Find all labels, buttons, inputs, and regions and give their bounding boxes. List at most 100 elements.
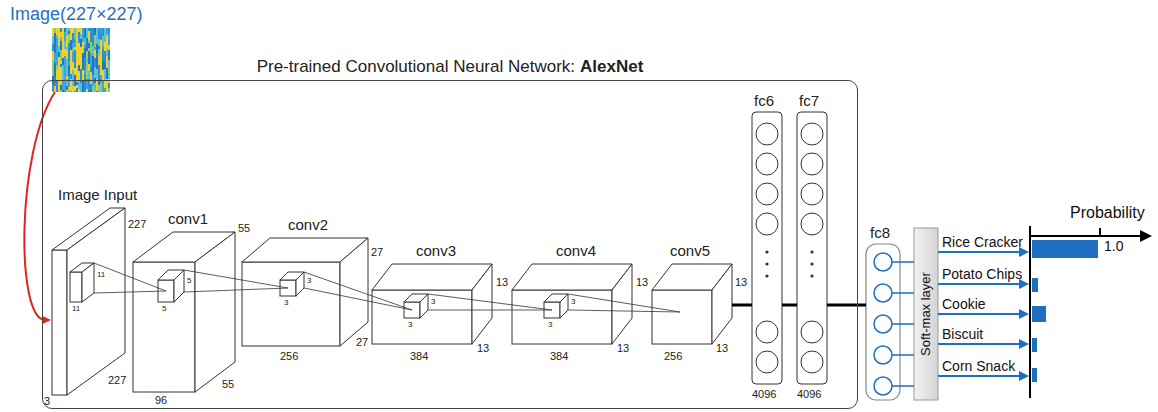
heatmap-cell bbox=[94, 74, 96, 78]
heatmap-cell bbox=[84, 28, 86, 38]
heatmap-cell bbox=[100, 33, 102, 40]
dimension-label: 13 bbox=[477, 342, 489, 355]
heatmap-cell bbox=[76, 37, 78, 40]
neuron bbox=[801, 213, 823, 235]
heatmap-cell bbox=[104, 42, 106, 51]
dot bbox=[810, 250, 813, 253]
conv-layer: conv3131338433 bbox=[372, 264, 492, 344]
conv-layer: conv4131338433 bbox=[512, 264, 632, 344]
heatmap-cell bbox=[62, 28, 64, 38]
heatmap-cell bbox=[74, 68, 76, 75]
dimension-label: 3 bbox=[284, 298, 288, 307]
heatmap-cell bbox=[72, 86, 74, 92]
heatmap-cell bbox=[66, 50, 68, 59]
softmax-layer: Soft-max layer bbox=[914, 228, 938, 400]
heatmap-cell bbox=[88, 43, 90, 48]
heatmap-cell bbox=[100, 28, 102, 33]
heatmap-cell bbox=[108, 45, 110, 50]
heatmap-cell bbox=[76, 40, 78, 44]
heatmap-cell bbox=[88, 31, 90, 40]
heatmap-cell bbox=[78, 85, 80, 89]
fc-layer: fc8 bbox=[866, 244, 900, 400]
heatmap-cell bbox=[86, 38, 88, 44]
dimension-label: 11 bbox=[97, 270, 105, 279]
layer-name: conv5 bbox=[670, 242, 710, 259]
neuron bbox=[756, 321, 778, 343]
conv-layer: conv155559655 bbox=[133, 232, 235, 392]
heatmap-cell bbox=[104, 69, 106, 80]
heatmap-cell bbox=[70, 32, 72, 37]
heatmap-cell bbox=[56, 65, 58, 70]
dimension-label: 5 bbox=[187, 276, 191, 285]
heatmap-cell bbox=[90, 34, 92, 42]
heatmap-cell bbox=[96, 38, 98, 44]
heatmap-cell bbox=[76, 28, 78, 37]
heatmap-cell bbox=[54, 66, 56, 77]
heatmap-cell bbox=[78, 71, 80, 80]
heatmap-cell bbox=[94, 47, 96, 50]
heatmap-cell bbox=[68, 65, 70, 76]
heatmap-cell bbox=[70, 91, 72, 92]
layer-name: conv4 bbox=[556, 242, 596, 259]
softmax-bar bbox=[914, 228, 938, 400]
heatmap-cell bbox=[58, 52, 60, 57]
axes bbox=[1030, 226, 1142, 398]
heatmap-cell bbox=[54, 28, 56, 33]
heatmap-cell bbox=[58, 37, 60, 40]
arrow-head bbox=[1019, 339, 1029, 349]
fc-columns bbox=[752, 112, 827, 384]
heatmap-cell bbox=[72, 33, 74, 43]
heatmap-cell bbox=[80, 47, 82, 53]
dimension-label: 227 bbox=[128, 218, 146, 231]
neuron bbox=[874, 253, 892, 271]
block-front bbox=[512, 290, 612, 344]
dimension-label: 13 bbox=[735, 276, 747, 289]
layer-blocks bbox=[52, 208, 732, 395]
title-text: Pre-trained Convolutional Neural Network… bbox=[257, 57, 575, 76]
layer-name: Soft-max layer bbox=[919, 272, 934, 356]
heatmap-cell bbox=[108, 60, 110, 68]
dimension-label: 13 bbox=[716, 342, 728, 355]
dimension-label: 55 bbox=[238, 222, 250, 235]
heatmap-cell bbox=[54, 45, 56, 53]
heatmap-cell bbox=[92, 82, 94, 86]
heatmap-cell bbox=[60, 85, 62, 90]
heatmap-cell bbox=[66, 28, 68, 36]
heatmap-cell bbox=[76, 85, 78, 88]
dot bbox=[765, 250, 768, 253]
heatmap-cell bbox=[62, 51, 64, 58]
dimension-label: 13 bbox=[496, 276, 508, 289]
heatmap-cell bbox=[80, 83, 82, 92]
heatmap-cell bbox=[84, 38, 86, 45]
heatmap-cell bbox=[66, 86, 68, 90]
block-top bbox=[372, 264, 492, 290]
heatmap-cell bbox=[88, 51, 90, 59]
fc-column bbox=[797, 112, 827, 384]
slab-front bbox=[52, 250, 67, 395]
network-name: AlexNet bbox=[580, 57, 643, 76]
heatmap-cell bbox=[108, 50, 110, 60]
heatmap-cell bbox=[98, 28, 100, 39]
heatmap-cell bbox=[70, 40, 72, 50]
dimension-label: 3 bbox=[548, 320, 552, 329]
heatmap-cell bbox=[92, 86, 94, 91]
heatmap-cell bbox=[52, 67, 54, 76]
block-front bbox=[652, 290, 712, 344]
heatmap-cell bbox=[88, 40, 90, 43]
heatmap-cell bbox=[66, 90, 68, 92]
heatmap-cell bbox=[86, 89, 88, 92]
layer-name: fc6 bbox=[754, 92, 774, 109]
heatmap-cell bbox=[52, 84, 54, 87]
neuron bbox=[756, 183, 778, 205]
heatmap-cell bbox=[60, 67, 62, 78]
heatmap-cell bbox=[74, 47, 76, 50]
heatmap-cell bbox=[66, 47, 68, 50]
heatmap-cell bbox=[98, 49, 100, 53]
class-label: Potato Chips bbox=[942, 266, 1022, 282]
heatmap-cell bbox=[82, 42, 84, 53]
dimension-label: 3 bbox=[307, 276, 311, 285]
heatmap-cell bbox=[70, 37, 72, 40]
heatmap-cell bbox=[98, 65, 100, 71]
heatmap-cell bbox=[100, 75, 102, 83]
heatmap-cell bbox=[68, 61, 70, 65]
